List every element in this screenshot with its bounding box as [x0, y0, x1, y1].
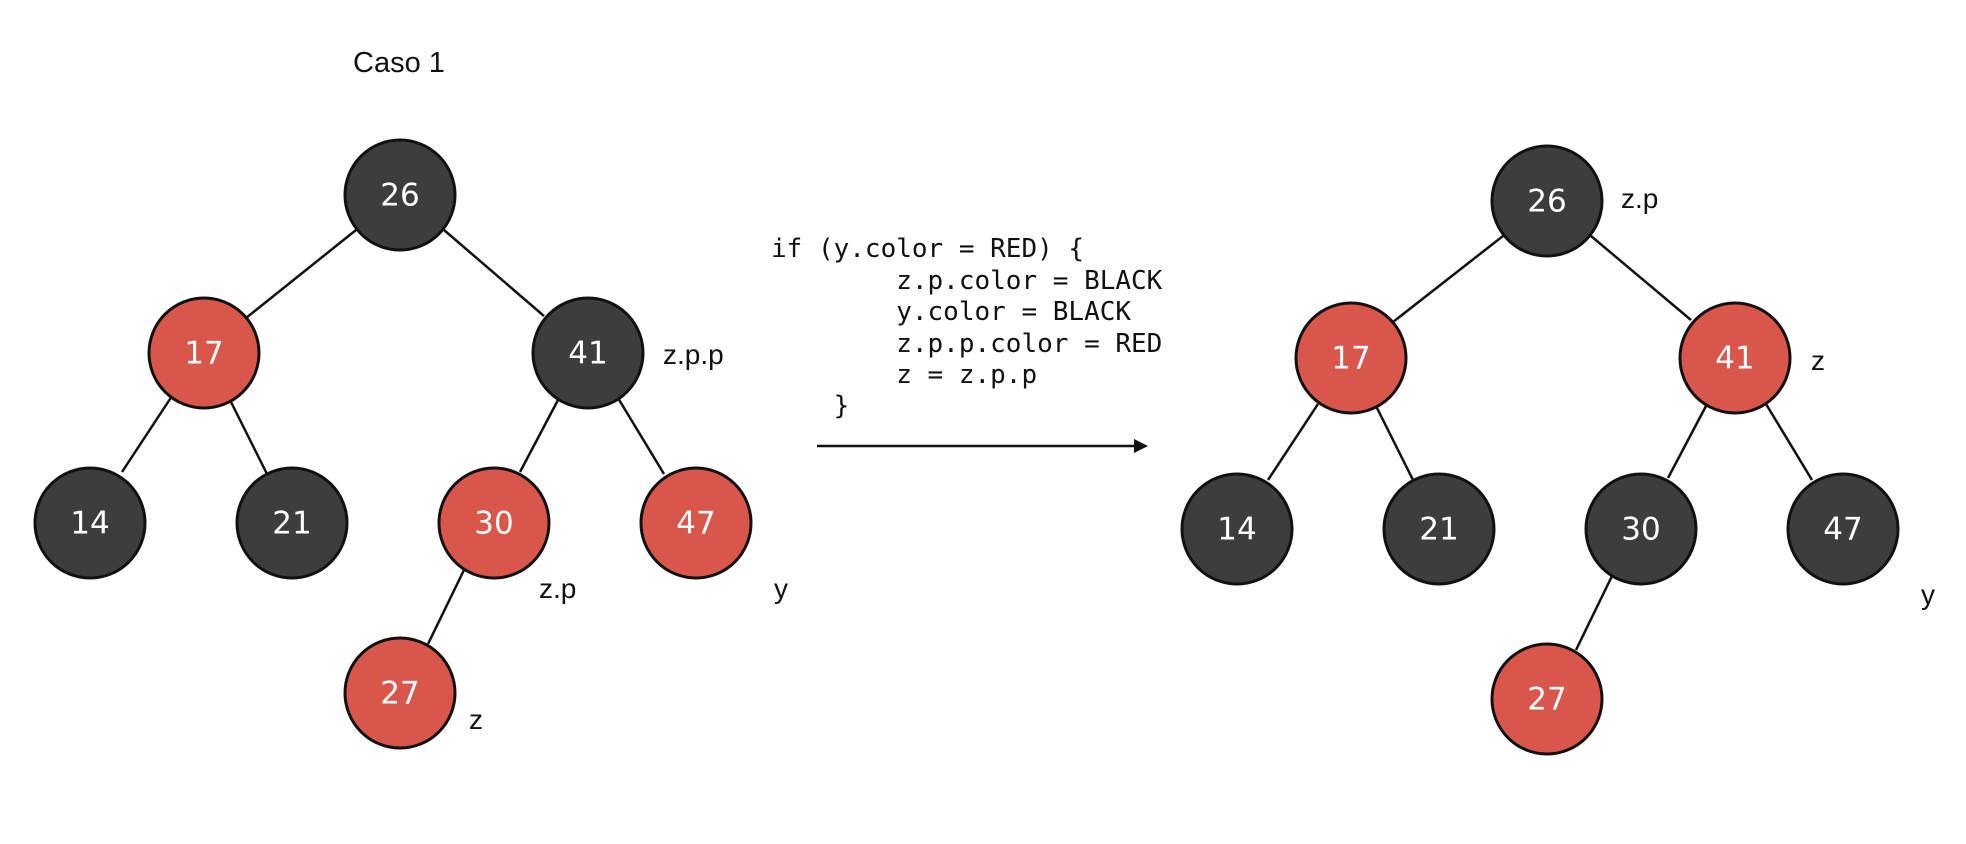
before-node-26: 26 [343, 138, 457, 252]
annotation-zp: z.p [1621, 183, 1658, 214]
node-circle [639, 466, 753, 580]
node-label: 26 [1527, 184, 1566, 220]
after-node-27: 27 [1490, 642, 1604, 756]
after-node-14: 14 [1180, 472, 1294, 586]
edge-17-14 [1266, 403, 1320, 481]
code-line: z.p.p.color = RED [771, 329, 1162, 359]
after-node-41: 41 [1678, 301, 1792, 415]
after-node-30: 30 [1584, 472, 1698, 586]
edge-41-47 [1764, 403, 1814, 481]
before-node-21: 21 [235, 466, 349, 580]
node-circle [343, 138, 457, 252]
transition-arrow [817, 439, 1148, 453]
edge-41-47 [616, 397, 666, 475]
code-line: z.p.color = BLACK [771, 266, 1163, 296]
annotation-z: z [1811, 345, 1825, 376]
node-label: 47 [676, 506, 715, 542]
node-label: 27 [380, 676, 419, 712]
after-node-21: 21 [1382, 472, 1496, 586]
before-annotations: z.p.p z.p y z [469, 339, 788, 735]
diagram-title: Caso 1 [353, 47, 445, 79]
node-circle [147, 296, 261, 410]
node-label: 47 [1823, 512, 1862, 548]
node-label: 17 [1331, 341, 1370, 377]
before-node-27: 27 [343, 636, 457, 750]
before-nodes: 26 17 41 14 21 30 [33, 138, 753, 750]
node-circle [1490, 642, 1604, 756]
before-node-30: 30 [437, 466, 551, 580]
node-label: 14 [70, 506, 109, 542]
after-node-47: 47 [1786, 472, 1900, 586]
node-label: 21 [1419, 512, 1458, 548]
node-label: 41 [568, 336, 607, 372]
node-label: 17 [184, 336, 223, 372]
annotation-y: y [1921, 579, 1935, 610]
before-node-14: 14 [33, 466, 147, 580]
node-circle [1490, 144, 1604, 258]
after-nodes: 26 17 41 14 21 30 [1180, 144, 1900, 756]
edge-26-17 [245, 229, 357, 319]
before-node-47: 47 [639, 466, 753, 580]
node-label: 21 [272, 506, 311, 542]
node-label: 26 [380, 178, 419, 214]
annotation-z: z [469, 704, 483, 735]
edge-30-27 [1574, 575, 1614, 651]
node-label: 30 [1621, 512, 1660, 548]
node-circle [1786, 472, 1900, 586]
after-annotations: z.p z y [1621, 183, 1935, 610]
node-circle [1180, 472, 1294, 586]
edge-30-27 [426, 569, 466, 645]
edge-26-41 [1590, 235, 1692, 321]
pseudocode-block: if (y.color = RED) { z.p.color = BLACK y… [771, 234, 1163, 421]
edge-17-21 [1374, 405, 1416, 483]
node-label: 30 [474, 506, 513, 542]
after-edges [1266, 235, 1814, 651]
before-node-17: 17 [147, 296, 261, 410]
node-label: 14 [1217, 512, 1256, 548]
node-circle [343, 636, 457, 750]
annotation-zp: z.p [539, 573, 576, 604]
node-circle [531, 296, 645, 410]
before-edges [120, 229, 666, 645]
node-label: 41 [1715, 341, 1754, 377]
before-node-41: 41 [531, 296, 645, 410]
code-line: if (y.color = RED) { [771, 234, 1084, 264]
edge-26-41 [443, 229, 545, 317]
arrow-head [1134, 439, 1148, 453]
edge-17-21 [228, 399, 270, 477]
code-line: } [771, 391, 849, 421]
node-circle [1678, 301, 1792, 415]
node-circle [1382, 472, 1496, 586]
annotation-y: y [774, 573, 788, 604]
after-tree: 26 17 41 14 21 30 [1180, 144, 1935, 756]
node-circle [437, 466, 551, 580]
edge-41-30 [1666, 405, 1708, 479]
code-line: y.color = BLACK [771, 297, 1131, 327]
node-circle [33, 466, 147, 580]
edge-41-30 [518, 399, 560, 473]
node-label: 27 [1527, 682, 1566, 718]
code-line: z = z.p.p [771, 360, 1037, 390]
edge-17-14 [120, 395, 174, 473]
node-circle [1584, 472, 1698, 586]
node-circle [235, 466, 349, 580]
after-node-26: 26 [1490, 144, 1604, 258]
annotation-zpp: z.p.p [663, 339, 724, 370]
edge-26-17 [1392, 235, 1504, 323]
after-node-17: 17 [1294, 301, 1408, 415]
node-circle [1294, 301, 1408, 415]
before-tree: 26 17 41 14 21 30 [33, 138, 788, 750]
